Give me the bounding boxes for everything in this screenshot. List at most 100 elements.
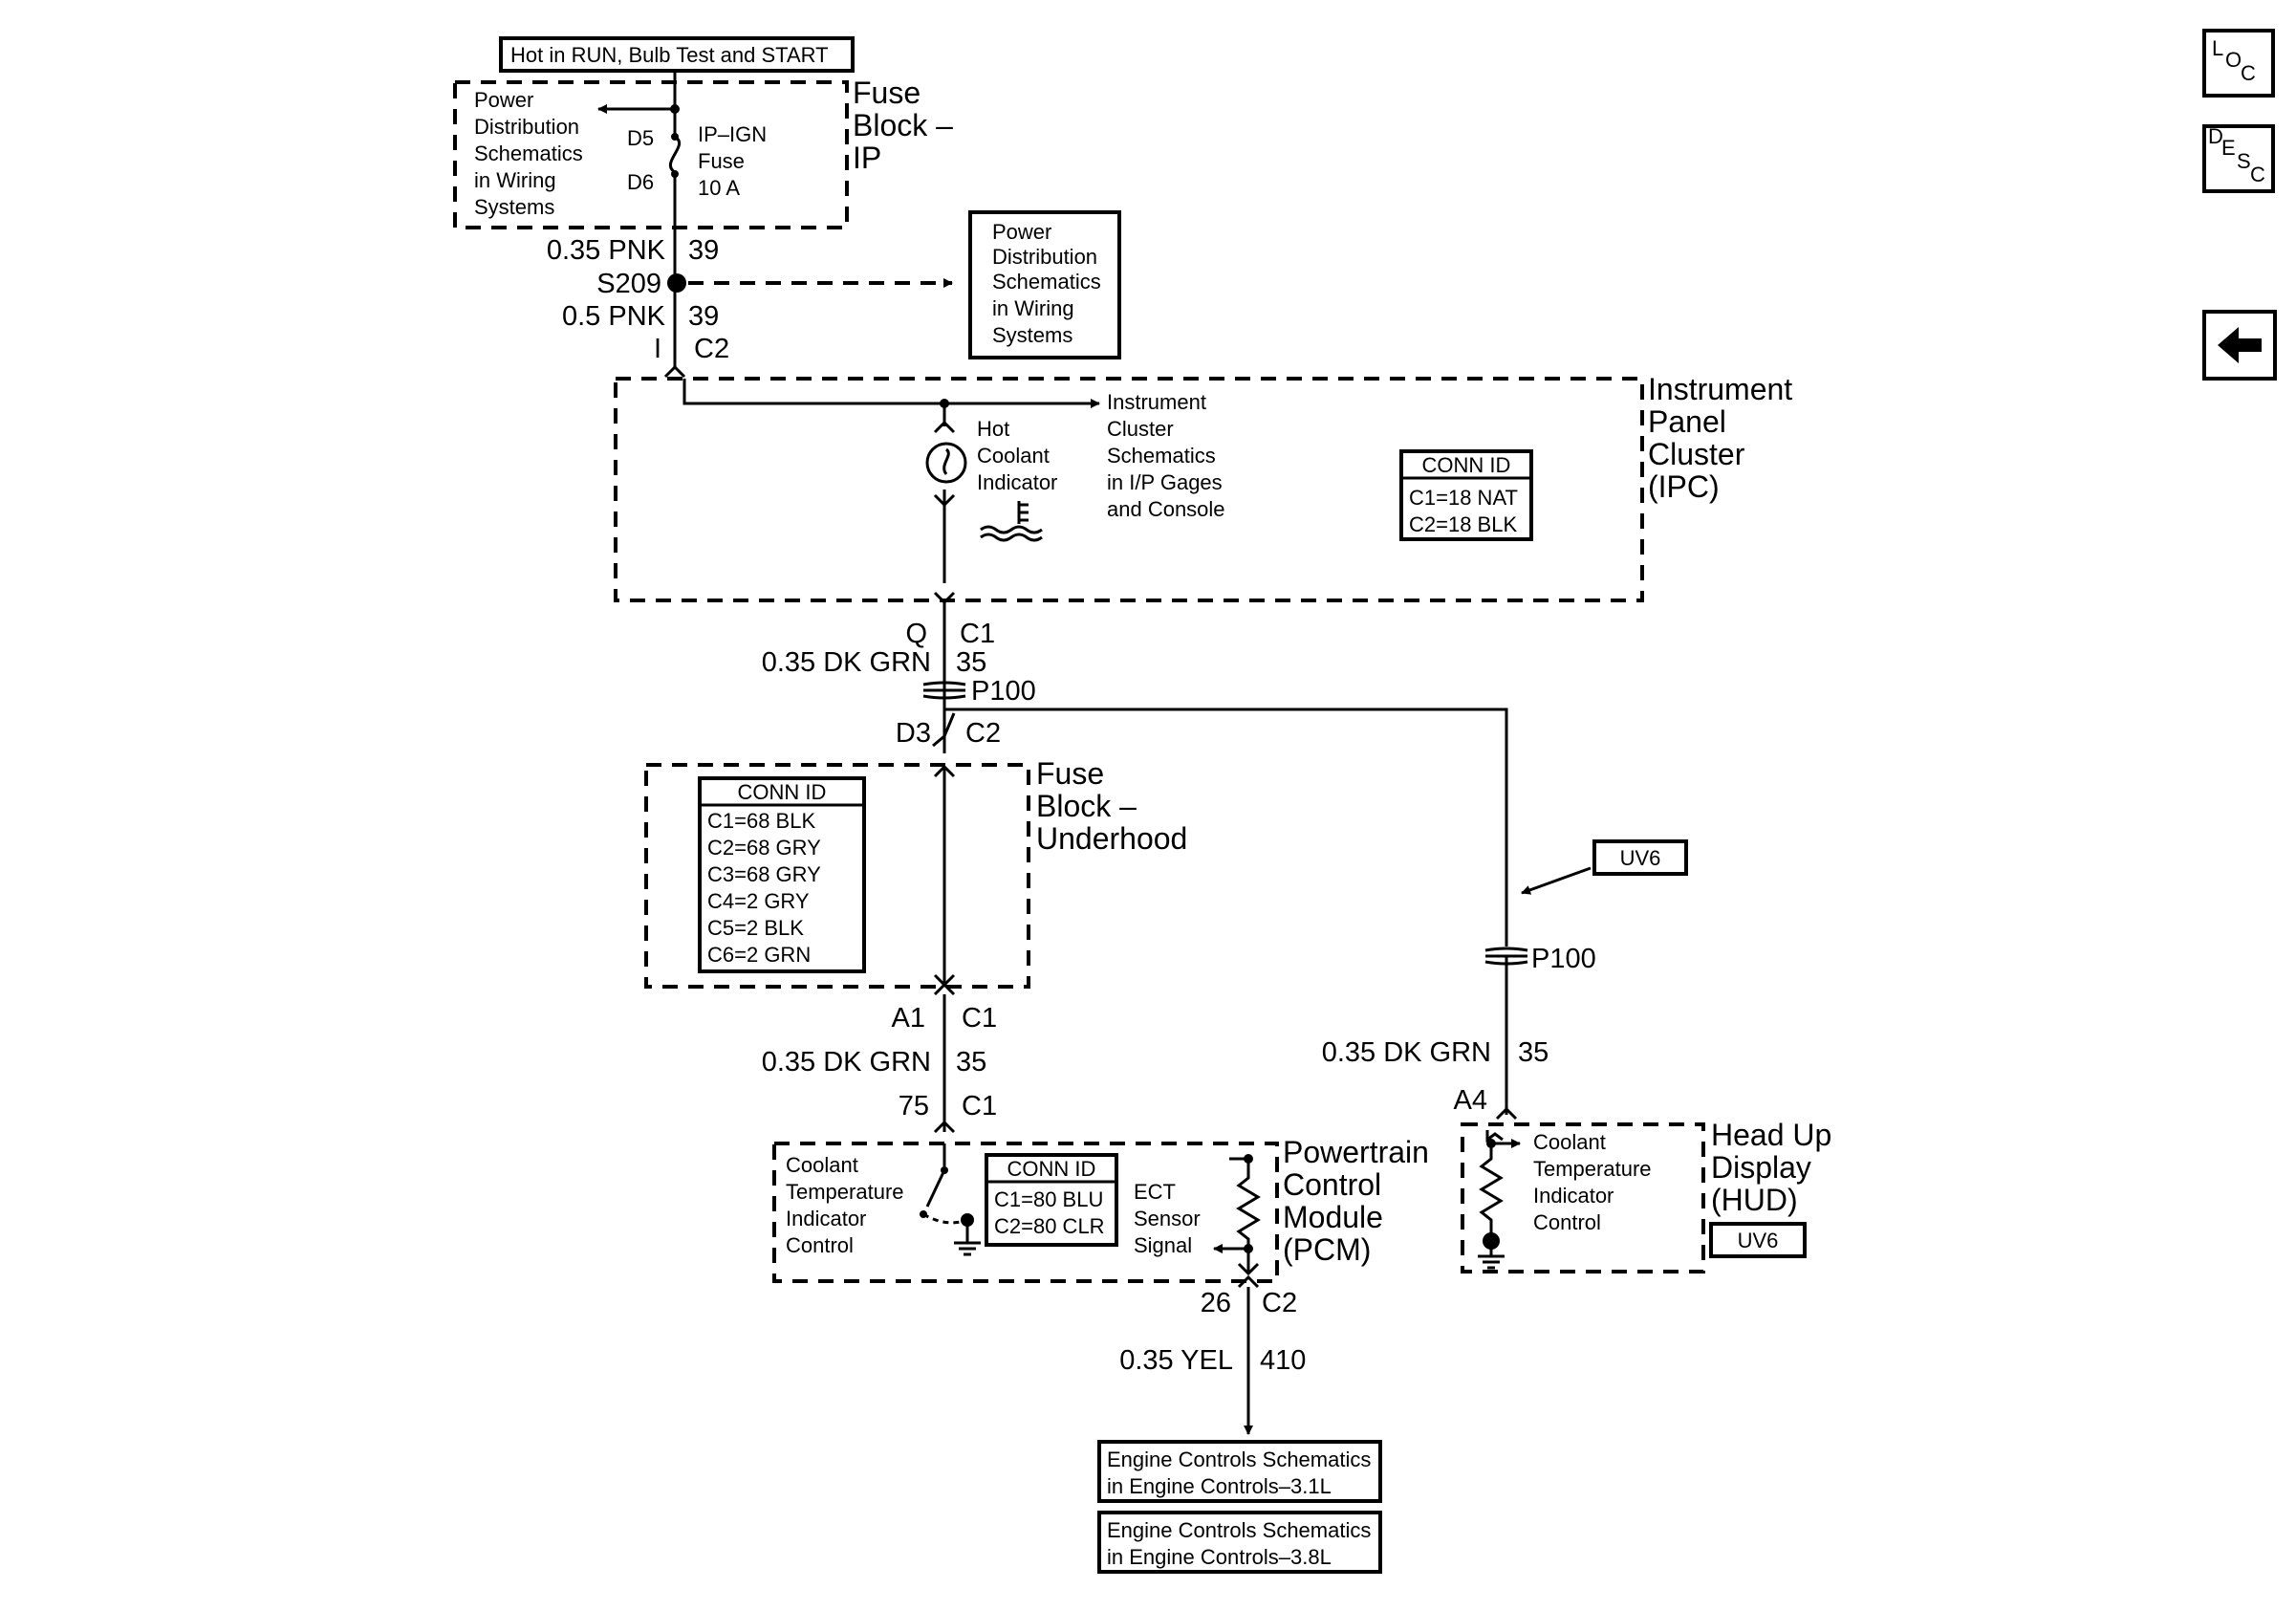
desc-letter-e: E — [2221, 136, 2236, 160]
pcm-ctrl-3: Indicator — [786, 1207, 866, 1230]
fuse-symbol — [668, 135, 682, 174]
loc-letter-o: O — [2225, 48, 2242, 72]
wire-ip-out-color: 0.35 PNK — [547, 235, 666, 266]
uh-conn-id-row-1: C1=68 BLK — [707, 809, 815, 833]
loc-button[interactable]: L O C — [2202, 29, 2275, 98]
pcm-ctrl-4: Control — [786, 1233, 854, 1257]
pcm-in-pin: 75 — [899, 1091, 929, 1121]
coolant-temperature-icon — [980, 501, 1043, 542]
ipc-title-3: Cluster — [1648, 437, 1745, 471]
fuse-ip-power-ref-1: Power — [474, 88, 533, 112]
cluster-ref-5: and Console — [1107, 497, 1225, 521]
pcm-in-conn: C1 — [962, 1091, 997, 1121]
fuse-ip-power-ref-2: Distribution — [474, 115, 579, 139]
wire-ip-out-circuit: 39 — [688, 235, 719, 266]
hud-title-2: Display — [1711, 1150, 1811, 1185]
fuse-block-ip-title-3: IP — [853, 141, 881, 175]
fuse-name: IP–IGN — [698, 122, 767, 146]
ipc-title-1: Instrument — [1648, 372, 1792, 406]
ipc-title-4: (IPC) — [1648, 469, 1720, 504]
p100-top-label: P100 — [971, 676, 1036, 707]
fuse-block-uh-title-1: Fuse — [1036, 756, 1104, 791]
pcm-title-3: Module — [1283, 1200, 1383, 1234]
splice-power-ref-box: Power Distribution Schematics in Wiring … — [968, 210, 1121, 359]
splice-ref-1: Power — [992, 220, 1051, 244]
desc-button[interactable]: D E S C — [2202, 124, 2275, 193]
pcm-ctrl-2: Temperature — [786, 1180, 904, 1204]
engine-ref-31[interactable]: Engine Controls Schematics in Engine Con… — [1097, 1440, 1382, 1503]
engine-ref-31-line1: Engine Controls Schematics — [1107, 1448, 1371, 1471]
hud-title-1: Head Up — [1711, 1118, 1831, 1152]
hot-coolant-indicator-lamp — [925, 442, 967, 484]
cluster-ref-3: Schematics — [1107, 444, 1216, 468]
uh-out-pin: A1 — [892, 1003, 925, 1034]
engine-ref-38-line1: Engine Controls Schematics — [1107, 1518, 1371, 1542]
uh-conn-id-row-5: C5=2 BLK — [707, 916, 804, 940]
hot-coolant-2: Coolant — [977, 444, 1050, 468]
ipc-conn-id-row-2: C2=18 BLK — [1409, 512, 1517, 536]
splice-ref-4: in Wiring — [992, 296, 1074, 320]
hud-wire-color: 0.35 DK GRN — [1322, 1037, 1491, 1068]
hud-badge: UV6 — [1738, 1229, 1779, 1252]
splice-ref-5: Systems — [992, 323, 1072, 347]
pcm-out-circuit: 410 — [1260, 1345, 1306, 1376]
ect-label-3: Signal — [1134, 1233, 1192, 1257]
fuse-block-ip: Fuse Block – IP Power Distribution Schem… — [453, 71, 953, 229]
fuse-pin-d5: D5 — [627, 126, 654, 150]
uh-conn-id-header: CONN ID — [738, 780, 827, 804]
pcm-conn-id-row-1: C1=80 BLU — [994, 1187, 1103, 1211]
fuse-ip-power-ref-5: Systems — [474, 195, 554, 219]
hud-title-3: (HUD) — [1711, 1183, 1798, 1217]
uh-conn-id-table: CONN ID C1=68 BLK C2=68 GRY C3=68 GRY C4… — [698, 776, 866, 973]
head-up-display: Head Up Display (HUD) UV6 Coolant Temper… — [1461, 1118, 1831, 1274]
uh-conn-id-row-6: C6=2 GRN — [707, 943, 811, 967]
hot-coolant-1: Hot — [977, 417, 1009, 441]
hud-ctrl-2: Temperature — [1533, 1157, 1652, 1181]
wire-ipc-in-pin: I — [654, 334, 661, 364]
splice-s209 — [667, 273, 686, 293]
instrument-panel-cluster: Instrument Panel Cluster (IPC) Hot Coola… — [614, 372, 1792, 602]
ipc-out-conn: C1 — [960, 619, 995, 649]
powertrain-control-module: Powertrain Control Module (PCM) Coolant … — [772, 1135, 1429, 1283]
fuse-block-ip-title-1: Fuse — [853, 76, 921, 110]
uh-in-pin: D3 — [896, 718, 931, 749]
back-button[interactable] — [2202, 310, 2277, 381]
fuse-rating: 10 A — [698, 176, 740, 200]
hud-ctrl-1: Coolant — [1533, 1130, 1606, 1154]
engine-ref-38-line2: in Engine Controls–3.8L — [1107, 1545, 1332, 1569]
ect-label-2: Sensor — [1134, 1207, 1201, 1230]
engine-ref-38[interactable]: Engine Controls Schematics in Engine Con… — [1097, 1511, 1382, 1574]
fuse-word: Fuse — [698, 149, 745, 173]
hud-wire-circuit: 35 — [1518, 1037, 1549, 1068]
pcm-conn-id-header: CONN ID — [1007, 1157, 1096, 1181]
splice-ref-3: Schematics — [992, 270, 1101, 294]
loc-letter-l: L — [2212, 36, 2223, 60]
ipc-out-pin: Q — [905, 619, 927, 649]
hud-ctrl-3: Indicator — [1533, 1184, 1614, 1208]
pcm-title-2: Control — [1283, 1167, 1381, 1202]
uh-in-conn: C2 — [965, 718, 1001, 749]
wire-ipc-in-circuit: 39 — [688, 301, 719, 332]
wire-ipc-in-conn: C2 — [694, 334, 729, 364]
hud-ctrl-4: Control — [1533, 1210, 1601, 1234]
cluster-ref-4: in I/P Gages — [1107, 470, 1223, 494]
wire-ipc-in-color: 0.5 PNK — [562, 301, 666, 332]
desc-letter-d: D — [2208, 124, 2223, 148]
ipc-title-2: Panel — [1648, 404, 1726, 439]
ipc-conn-id-table: CONN ID C1=18 NAT C2=18 BLK — [1399, 449, 1533, 541]
pcm-title-1: Powertrain — [1283, 1135, 1429, 1169]
hud-resistor — [1478, 1130, 1521, 1270]
uv6-option-label: UV6 — [1592, 839, 1688, 876]
desc-letter-s: S — [2237, 149, 2251, 173]
hot-label: Hot in RUN, Bulb Test and START — [510, 43, 829, 67]
hot-label-box: Hot in RUN, Bulb Test and START — [499, 36, 855, 73]
fuse-block-ip-title-2: Block – — [853, 108, 953, 142]
uh-out-conn: C1 — [962, 1003, 997, 1034]
pcm-conn-id-row-2: C2=80 CLR — [994, 1214, 1105, 1238]
ipc-out-circuit: 35 — [956, 647, 986, 678]
ect-label-1: ECT — [1134, 1180, 1176, 1204]
uh-conn-id-row-2: C2=68 GRY — [707, 836, 821, 860]
desc-letter-c: C — [2250, 163, 2265, 186]
coolant-indicator-switch — [920, 1143, 981, 1256]
